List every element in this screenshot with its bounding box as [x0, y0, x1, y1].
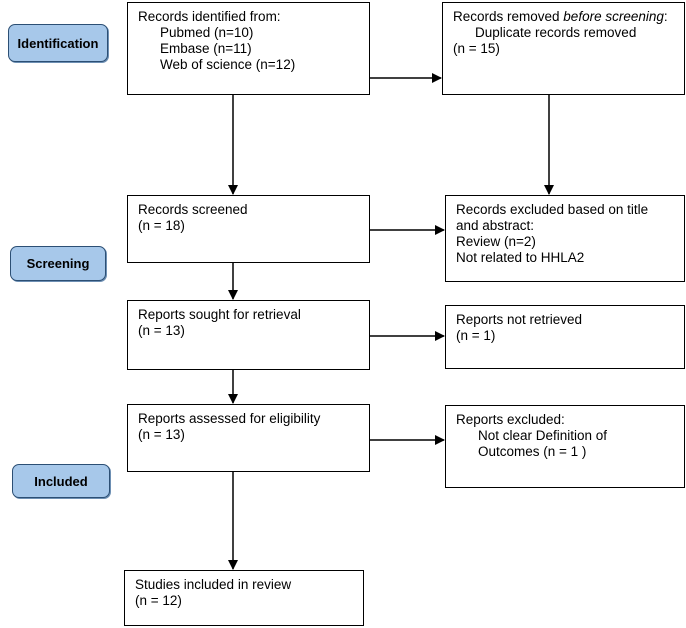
- reports-not-retrieved-box: Reports not retrieved (n = 1): [445, 305, 685, 369]
- records-removed-count: (n = 15): [453, 41, 500, 56]
- records-removed-detail: Duplicate records removed: [475, 25, 637, 40]
- stage-screening: Screening: [10, 246, 106, 281]
- records-excluded-box: Records excluded based on title and abst…: [445, 195, 685, 282]
- stage-included-label: Included: [34, 473, 88, 489]
- studies-included-title: Studies included in review: [135, 577, 292, 592]
- reports-assessed-box: Reports assessed for eligibility (n = 13…: [127, 404, 370, 472]
- records-excluded-reason-not-related: Not related to HHLA2: [456, 250, 585, 265]
- records-removed-title: Records removed before screening:: [453, 9, 674, 25]
- records-identified-box: Records identified from: Pubmed (n=10) E…: [127, 2, 370, 95]
- records-excluded-reason-review: Review (n=2): [456, 234, 536, 249]
- reports-assessed-title: Reports assessed for eligibility: [138, 411, 321, 426]
- records-removed-box: Records removed before screening: Duplic…: [442, 2, 685, 95]
- records-screened-box: Records screened (n = 18): [127, 195, 370, 263]
- source-embase: Embase (n=11): [160, 41, 252, 56]
- reports-sought-title: Reports sought for retrieval: [138, 307, 301, 322]
- source-web-of-science: Web of science (n=12): [160, 57, 296, 72]
- records-removed-title-italic: before screening: [563, 9, 664, 24]
- reports-not-retrieved-count: (n = 1): [456, 328, 496, 343]
- source-pubmed: Pubmed (n=10): [160, 25, 254, 40]
- reports-assessed-count: (n = 13): [138, 427, 185, 442]
- stage-included: Included: [12, 464, 110, 498]
- stage-identification: Identification: [8, 24, 108, 62]
- reports-excluded-box: Reports excluded: Not clear Definition o…: [445, 405, 685, 488]
- reports-sought-box: Reports sought for retrieval (n = 13): [127, 300, 370, 370]
- reports-sought-count: (n = 13): [138, 323, 185, 338]
- reports-excluded-reason-1: Not clear Definition of: [478, 428, 608, 443]
- records-screened-title: Records screened: [138, 202, 248, 217]
- reports-excluded-reason-2: Outcomes (n = 1 ): [478, 444, 587, 459]
- stage-identification-label: Identification: [17, 35, 99, 51]
- records-identified-title: Records identified from:: [138, 9, 281, 24]
- stage-screening-label: Screening: [26, 256, 90, 271]
- studies-included-count: (n = 12): [135, 593, 182, 608]
- reports-excluded-title: Reports excluded:: [456, 412, 565, 427]
- studies-included-box: Studies included in review (n = 12): [124, 570, 364, 626]
- records-removed-title-suffix: :: [663, 9, 668, 24]
- records-removed-title-prefix: Records removed: [453, 9, 564, 24]
- records-screened-count: (n = 18): [138, 218, 185, 233]
- records-excluded-title: Records excluded based on title and abst…: [456, 202, 649, 233]
- reports-not-retrieved-title: Reports not retrieved: [456, 312, 583, 327]
